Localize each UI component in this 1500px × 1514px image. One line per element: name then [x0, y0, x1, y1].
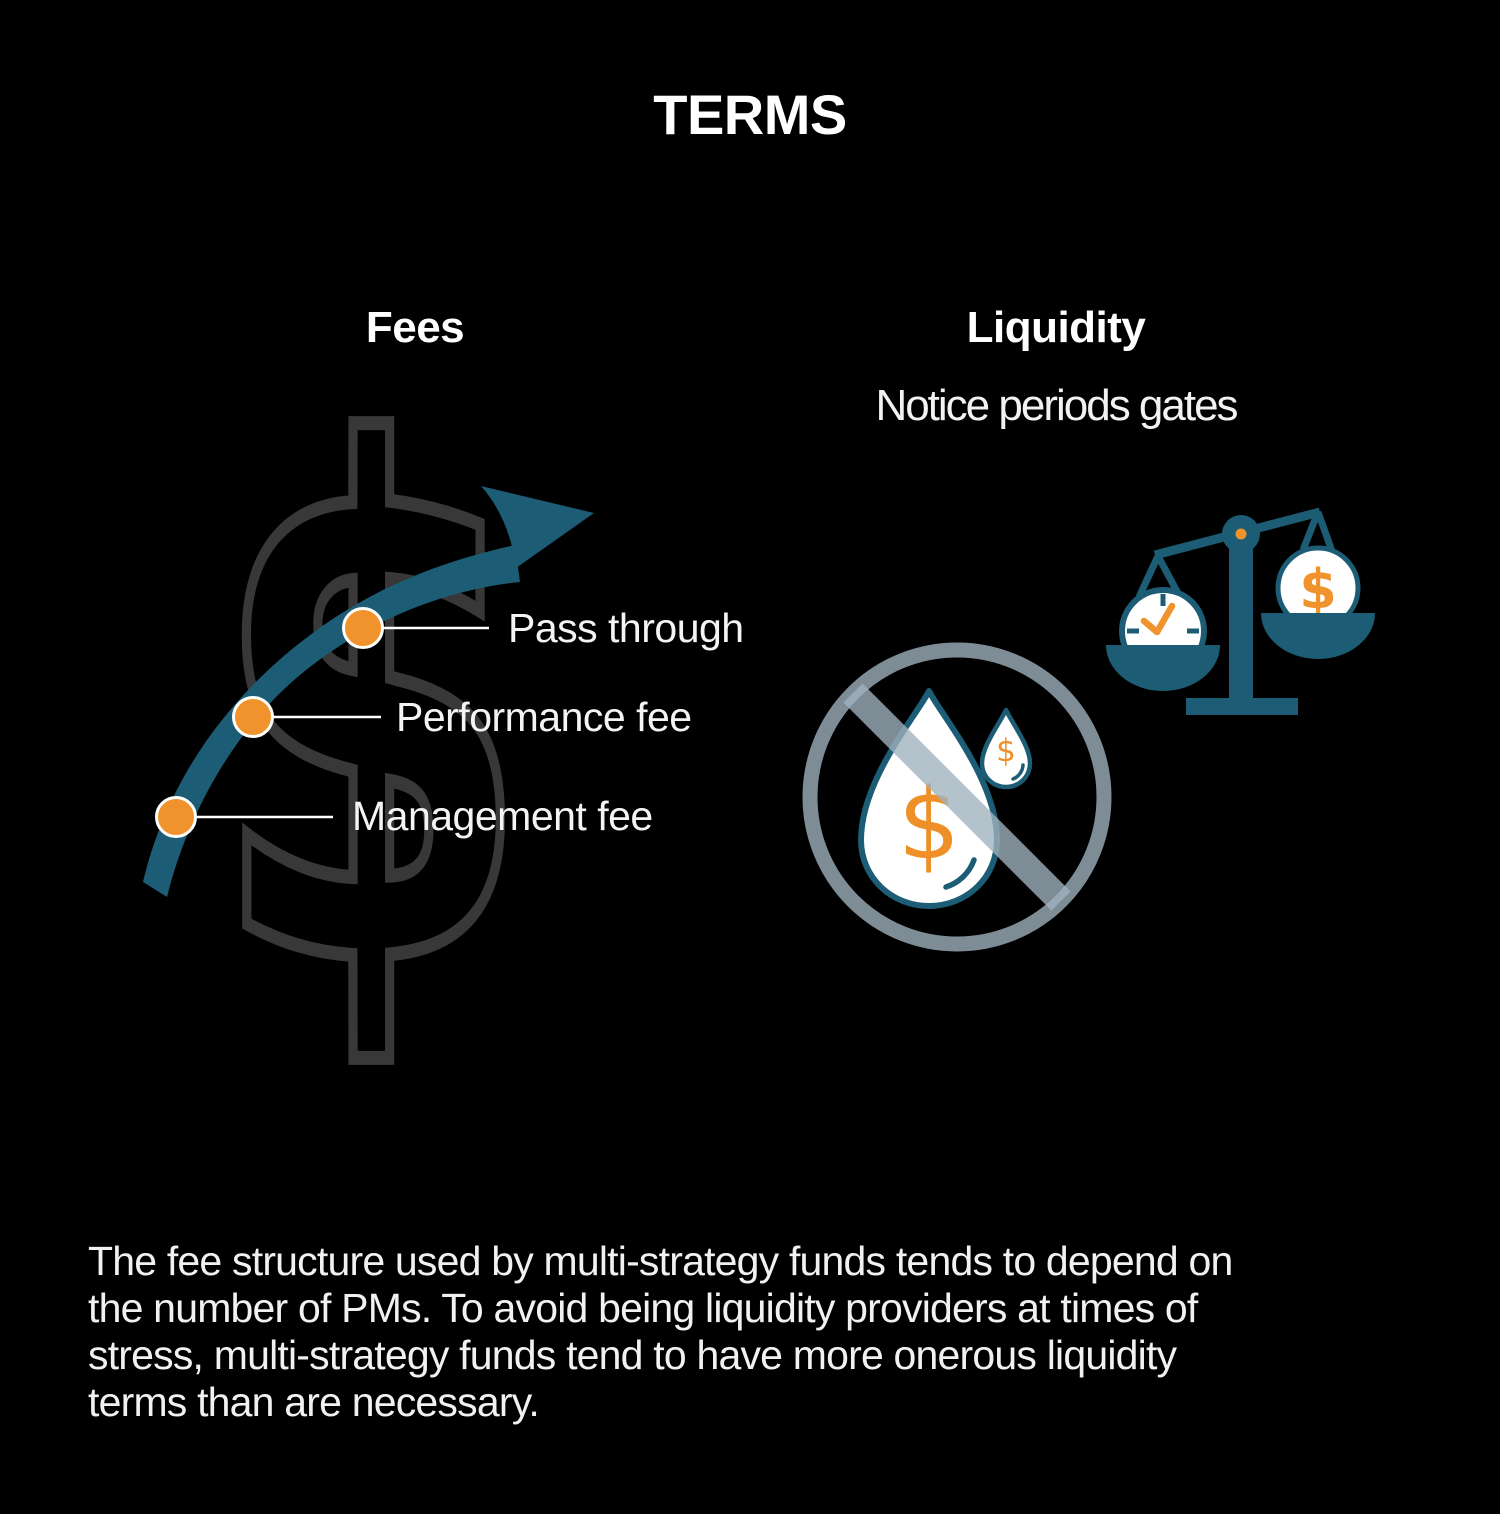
- page-title: TERMS: [653, 83, 847, 146]
- footer-paragraph: The fee structure used by multi-strategy…: [88, 1238, 1233, 1425]
- right-hanger: [1299, 510, 1337, 556]
- curve-label-management-fee: Management fee: [352, 793, 653, 839]
- scale-pivot-dot: [1235, 528, 1247, 540]
- left-pan: [1106, 645, 1220, 691]
- no-liquidity-icon: $ $: [802, 642, 1112, 952]
- coin-icon: $: [1275, 545, 1361, 631]
- scale-base: [1186, 698, 1298, 715]
- small-water-drop-icon: $: [979, 707, 1033, 790]
- small-drop-inner-arc: [1011, 763, 1025, 781]
- small-drop-outline: [979, 707, 1033, 790]
- right-pan: [1261, 613, 1375, 659]
- drop-inner-arc: [943, 857, 977, 890]
- scale-column: [1229, 533, 1253, 699]
- curve-point-dot: [232, 696, 274, 738]
- clock-hands: [1140, 602, 1176, 636]
- balance-scale-icon: $: [1106, 507, 1375, 715]
- curve-label-performance-fee: Performance fee: [396, 694, 692, 740]
- small-drop-dollar-glyph: $: [996, 733, 1016, 769]
- liquidity-subtitle: Notice periods gates: [875, 381, 1238, 430]
- fee-curve-points: [155, 607, 489, 838]
- curve-point-dot: [155, 796, 197, 838]
- fees-heading: Fees: [365, 303, 465, 352]
- arrow-swoosh: [143, 545, 520, 897]
- arrow-head: [481, 486, 594, 568]
- coin-dollar-glyph: $: [1299, 558, 1337, 621]
- clock-ticks: [1127, 594, 1199, 634]
- curve-point-dot: [342, 607, 384, 649]
- liquidity-heading: Liquidity: [966, 303, 1146, 352]
- prohibition-circle: [802, 642, 1112, 952]
- prohibition-slash: [843, 683, 1071, 911]
- curve-label-pass-through: Pass through: [508, 605, 744, 651]
- growth-arrow-icon: [143, 486, 594, 897]
